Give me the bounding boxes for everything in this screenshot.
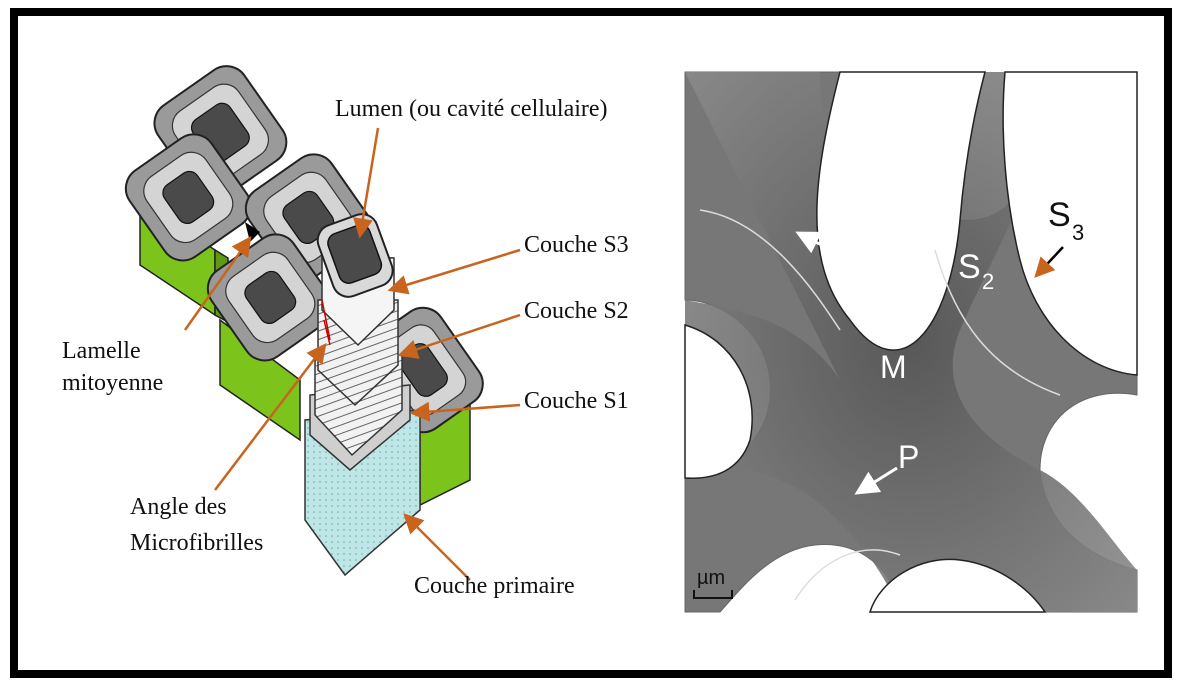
label-micro-s2: S xyxy=(958,248,981,286)
label-micro-s1-sub: 1 xyxy=(876,287,888,312)
label-micro-s3-sub: 3 xyxy=(1072,220,1084,245)
label-micro-p: P xyxy=(898,439,919,475)
label-micro-m: M xyxy=(880,349,907,385)
label-micro-s2-sub: 2 xyxy=(982,269,994,294)
label-scale: µm xyxy=(697,567,725,589)
label-micro-s1: S xyxy=(852,268,875,306)
label-micro-s3: S xyxy=(1048,196,1071,234)
